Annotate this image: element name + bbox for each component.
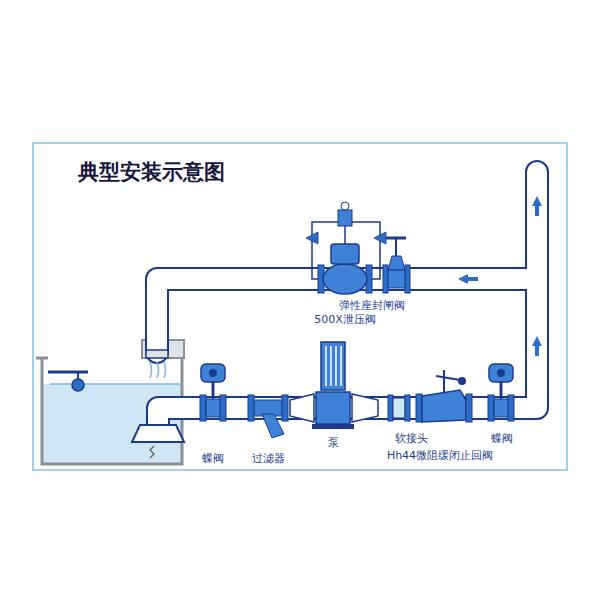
y-strainer (248, 395, 288, 438)
part-label: 泵 (327, 436, 340, 449)
pump (290, 342, 378, 429)
gate-valve (388, 270, 405, 288)
butterfly-valve (497, 369, 505, 377)
part-label: 蝶阀 (490, 432, 514, 445)
check-valve (443, 370, 445, 392)
relief-valve (374, 232, 386, 244)
tank (36, 357, 48, 360)
flow-arrow (532, 196, 542, 216)
check-valve (466, 394, 472, 422)
flow-arrow (458, 196, 542, 356)
y-strainer (282, 395, 288, 421)
y-strainer (262, 414, 284, 438)
frame (33, 143, 567, 470)
flow-arrow (532, 336, 542, 356)
butterfly-valve (209, 369, 217, 377)
pump (290, 394, 314, 422)
float-valve (72, 379, 84, 391)
check-valve (458, 377, 466, 385)
check-valve (422, 390, 466, 422)
check-valve (416, 370, 472, 422)
butterfly-valve (494, 399, 508, 417)
butterfly-valve (200, 395, 206, 421)
relief-valve (331, 244, 359, 264)
butterfly-valve (200, 364, 226, 421)
pipework (157, 172, 537, 425)
butterfly-valve (206, 399, 220, 417)
butterfly-valve (488, 364, 514, 421)
part-label: 500X泄压阀 (313, 313, 377, 326)
gate-valve (383, 265, 388, 293)
pipework (146, 350, 168, 358)
butterfly-valve (212, 382, 215, 399)
relief-valve (338, 210, 352, 226)
gate-valve (388, 256, 405, 270)
pump (312, 424, 354, 429)
flow-arrow (458, 274, 478, 284)
gate-valve (386, 237, 406, 240)
butterfly-valve (489, 364, 513, 382)
butterfly-valve (201, 364, 225, 382)
relief-valve (312, 222, 380, 279)
tank (50, 383, 182, 385)
pump (352, 394, 378, 422)
gate-valve (405, 265, 410, 293)
butterfly-valve (220, 395, 226, 421)
float-valve (48, 372, 88, 391)
flexible-joint (393, 398, 405, 418)
pipework (132, 425, 184, 442)
gate-valve (383, 238, 410, 293)
pipework (157, 172, 537, 425)
pipework (150, 362, 166, 378)
flexible-joint (405, 395, 410, 421)
gate-valve (395, 238, 397, 256)
pump (316, 392, 350, 424)
frame (33, 143, 567, 470)
tank (150, 446, 154, 458)
flexible-joint (388, 395, 410, 421)
pump (321, 342, 345, 390)
part-label: 蝶阀 (201, 452, 225, 465)
relief-valve (323, 264, 367, 294)
diagram-title: 典型安装示意图 (78, 158, 225, 186)
part-label: 弹性座封闸阀 (338, 299, 406, 312)
butterfly-valve (500, 382, 503, 399)
part-label: 过滤器 (251, 452, 286, 465)
relief-valve (306, 202, 386, 294)
relief-valve (306, 232, 318, 244)
butterfly-valve (488, 395, 494, 421)
check-valve (436, 376, 460, 380)
butterfly-valve (508, 395, 514, 421)
y-strainer (248, 395, 254, 421)
flexible-joint (388, 395, 393, 421)
float-valve (48, 371, 88, 374)
relief-valve (341, 202, 349, 210)
part-label: 软接头 (394, 432, 429, 445)
pipework (132, 172, 537, 442)
part-label: Hh44微阻缓闭止回阀 (386, 449, 494, 462)
check-valve (416, 394, 422, 422)
pump (326, 346, 341, 386)
